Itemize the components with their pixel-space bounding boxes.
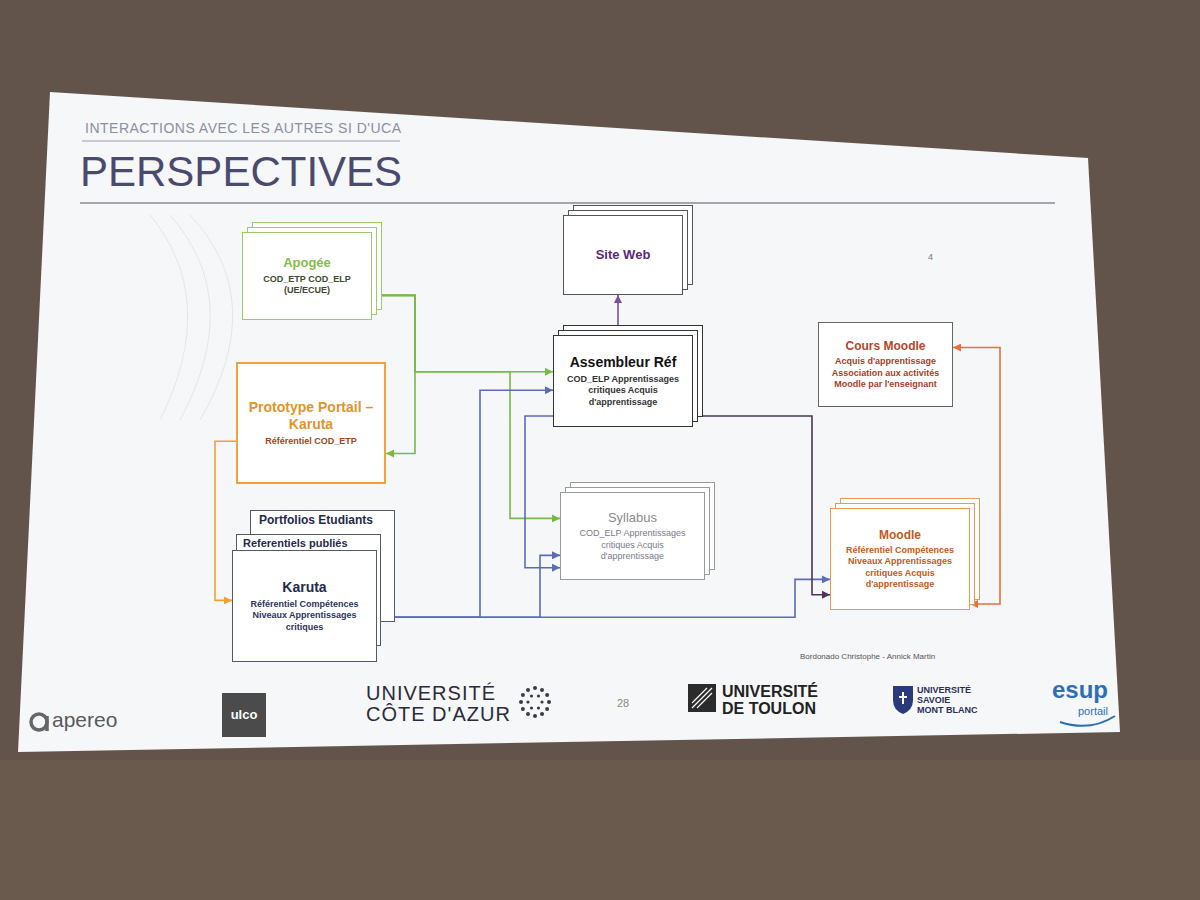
connector <box>377 390 553 617</box>
node-title: Apogée <box>283 255 331 271</box>
title-rule <box>80 202 1055 203</box>
document-stack: MoodleRéférentiel Compétences Niveaux Ap… <box>830 508 970 610</box>
savoie-cross <box>899 692 907 704</box>
node-title: Prototype Portail – Karuta <box>246 399 376 433</box>
decor-arc <box>190 215 233 420</box>
uca-dot <box>530 706 533 709</box>
stray-number: 4 <box>928 252 933 262</box>
connector <box>693 416 830 595</box>
logo-text: esup <box>1052 676 1108 704</box>
node-title: Moodle <box>879 528 921 542</box>
logo-text: UNIVERSITÉ DE TOULON <box>722 684 840 718</box>
page-number: 28 <box>617 697 629 709</box>
decor-arc <box>170 215 210 420</box>
connector <box>377 579 830 617</box>
logo-text: apereo <box>52 708 117 732</box>
connector <box>525 416 560 568</box>
uca-dot <box>540 688 544 692</box>
document-box: Cours MoodleAcquis d'apprentissage Assoc… <box>818 322 953 407</box>
uca-dot <box>526 712 530 716</box>
document-stack: Site Web <box>563 215 683 295</box>
uca-dot <box>526 688 530 692</box>
stack-heading: Referentiels publiés <box>241 537 350 549</box>
uca-dot <box>547 700 551 704</box>
projected-slide <box>18 92 1120 752</box>
node-body: COD_ELP Apprentissages critiques Acquis … <box>562 374 684 408</box>
esup-swoosh <box>1060 716 1115 726</box>
slide-title: PERSPECTIVES <box>80 148 402 196</box>
logo-text: UNIVERSITÉ SAVOIE MONT BLANC <box>917 686 979 716</box>
connector <box>617 295 619 335</box>
node-body: Acquis d'apprentissage Association aux a… <box>827 356 944 390</box>
node-title: Assembleur Réf <box>570 354 677 371</box>
uca-dot <box>537 694 540 697</box>
node-title: Site Web <box>596 247 651 263</box>
wall-lower <box>0 760 1200 900</box>
author-credit: Bordonado Christophe - Annick Martin <box>800 652 935 661</box>
toulon-logo <box>688 684 716 712</box>
uca-dot <box>526 700 529 703</box>
decor-arc <box>150 215 188 420</box>
connector <box>372 295 553 371</box>
apereo-icon <box>31 714 47 730</box>
toulon-logo-rays <box>692 688 712 708</box>
header-rule <box>82 141 400 142</box>
uca-dot <box>540 712 544 716</box>
uca-dot <box>537 706 540 709</box>
document-box: Prototype Portail – KarutaRéférentiel CO… <box>236 362 386 484</box>
uca-dot <box>521 707 525 711</box>
slide-header: INTERACTIONS AVEC LES AUTRES SI D'UCA <box>85 120 402 136</box>
document-stack: ApogéeCOD_ETP COD_ELP (UE/ECUE) <box>242 232 372 320</box>
uca-dot <box>530 694 533 697</box>
uca-dot <box>533 714 537 718</box>
node-title: Karuta <box>282 579 326 596</box>
uca-dot <box>519 700 523 704</box>
uca-dots <box>519 686 551 718</box>
node-title: Syllabus <box>608 510 657 526</box>
node-title: Cours Moodle <box>846 339 926 353</box>
connector <box>377 555 560 617</box>
node-body: Référentiel Compétences Niveaux Apprenti… <box>241 599 368 633</box>
uca-dot <box>540 700 543 703</box>
node-body: Référentiel Compétences Niveaux Apprenti… <box>839 545 961 590</box>
savoie-crest <box>893 686 913 714</box>
apereo-icon <box>45 716 49 731</box>
node-body: COD_ELP Apprentissages critiques Acquis … <box>569 528 696 562</box>
node-body: COD_ETP COD_ELP (UE/ECUE) <box>251 274 363 297</box>
document-stack: Assembleur RéfCOD_ELP Apprentissages cri… <box>553 335 693 427</box>
uca-dot <box>545 693 549 697</box>
logo-text: ulco <box>222 693 266 737</box>
node-body: Référentiel COD_ETP <box>265 436 357 447</box>
connector <box>372 295 560 518</box>
stack-heading: Portfolios Etudiants <box>257 514 375 527</box>
uca-dot <box>545 707 549 711</box>
uca-dot <box>533 686 537 690</box>
document-stack: Portfolios EtudiantsReferentiels publiés… <box>232 550 377 662</box>
document-stack: SyllabusCOD_ELP Apprentissages critiques… <box>560 492 705 580</box>
logo-text: UNIVERSITÉ CÔTE D'AZUR <box>366 683 524 725</box>
logo-text: portail <box>1078 705 1108 717</box>
uca-dot <box>521 693 525 697</box>
